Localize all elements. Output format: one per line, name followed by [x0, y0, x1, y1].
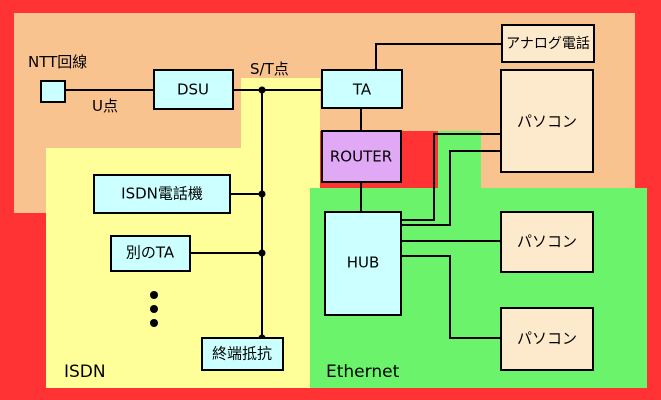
analog-phone-box [501, 24, 595, 63]
u-point-label: U点 [92, 97, 118, 115]
ellipsis-dots [150, 291, 158, 327]
analog-phone-label: アナログ電話 [506, 35, 590, 52]
hub-box [324, 211, 402, 316]
ntt-line-label: NTT回線 [28, 53, 87, 71]
router-label: ROUTER [330, 148, 392, 166]
ta-label: TA [352, 81, 372, 99]
terminator-label: 終端抵抗 [212, 345, 272, 363]
other-ta-label: 別のTA [126, 244, 175, 262]
dsu-box [153, 69, 234, 110]
router-box [321, 130, 402, 183]
pc-label-3: パソコン [517, 330, 577, 348]
pc-label-2: パソコン [517, 233, 577, 251]
ellipsis-dot [150, 319, 158, 327]
pc-box-1 [500, 69, 594, 173]
pc-box-2 [500, 211, 594, 273]
ellipsis-dot [150, 291, 158, 299]
pc-box-3 [500, 307, 594, 371]
junction-dot [258, 190, 266, 198]
ta-box [321, 69, 403, 109]
connection-lines [66, 43, 502, 339]
hub-label: HUB [347, 254, 380, 272]
ntt-terminal [40, 80, 66, 103]
hub-to-pc3-line [401, 255, 501, 339]
ethernet-label: Ethernet [326, 362, 400, 382]
hub-to-pc1-line [401, 150, 501, 226]
region-isdn [46, 78, 320, 388]
isdn-label: ISDN [64, 362, 106, 382]
dsu-label: DSU [177, 81, 209, 99]
st-point-label: S/T点 [250, 60, 289, 78]
junction-dot [258, 86, 266, 94]
ellipsis-dot [150, 305, 158, 313]
other-ta-box [110, 235, 191, 272]
isdn-phone-box [93, 174, 231, 214]
hub-to-pc1-line-b [401, 133, 501, 221]
junction-dot [258, 249, 266, 257]
terminator-box [201, 337, 284, 371]
isdn-phone-label: ISDN電話機 [121, 185, 203, 203]
pc-label-1: パソコン [517, 113, 577, 131]
